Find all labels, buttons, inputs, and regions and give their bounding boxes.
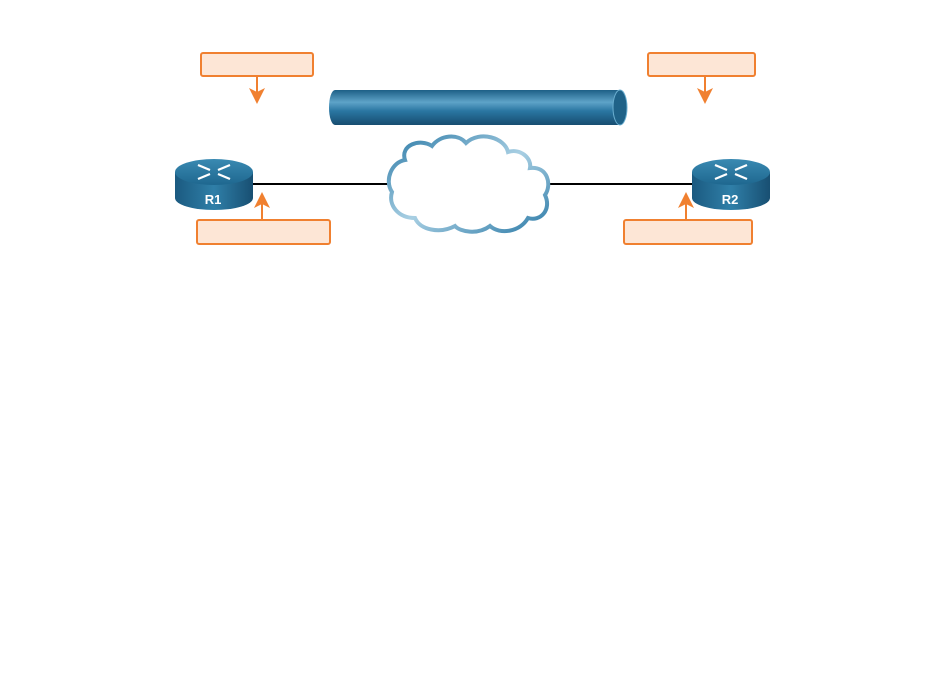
cloud-icon	[386, 134, 551, 234]
callout-top-right	[647, 52, 756, 77]
router-r2: R2	[692, 159, 770, 210]
callout-bottom-right	[623, 219, 753, 245]
router-label-r2: R2	[722, 192, 739, 207]
router-arrows-icon	[197, 163, 231, 181]
tunnel-icon	[329, 89, 628, 126]
callout-top-left	[200, 52, 314, 77]
router-r1: R1	[175, 159, 253, 210]
router-arrows-icon	[714, 163, 748, 181]
callout-bottom-left	[196, 219, 331, 245]
router-label-r1: R1	[205, 192, 222, 207]
